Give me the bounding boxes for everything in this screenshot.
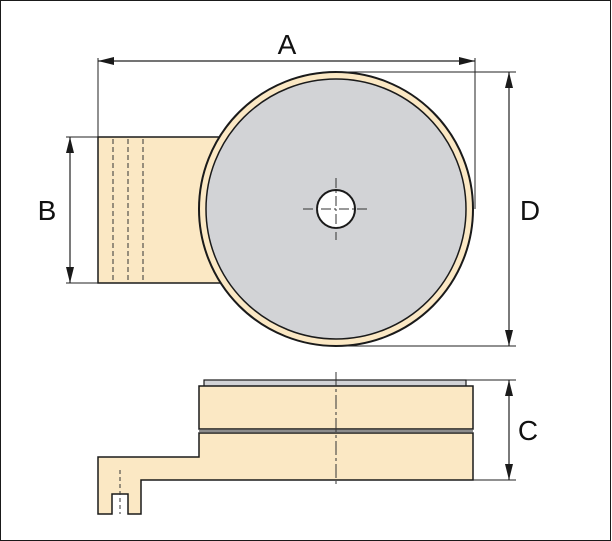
lower-body — [97, 432, 474, 515]
top-view — [97, 71, 474, 347]
label-a: A — [278, 29, 297, 60]
side-view — [97, 372, 474, 515]
center-mark — [303, 178, 369, 240]
label-d: D — [520, 195, 540, 226]
dimension-c: C — [466, 379, 538, 481]
label-c: C — [518, 415, 538, 446]
dimension-b: B — [38, 136, 98, 284]
dimension-d: D — [336, 71, 540, 347]
dimension-a: A — [97, 29, 476, 209]
label-b: B — [38, 195, 57, 226]
